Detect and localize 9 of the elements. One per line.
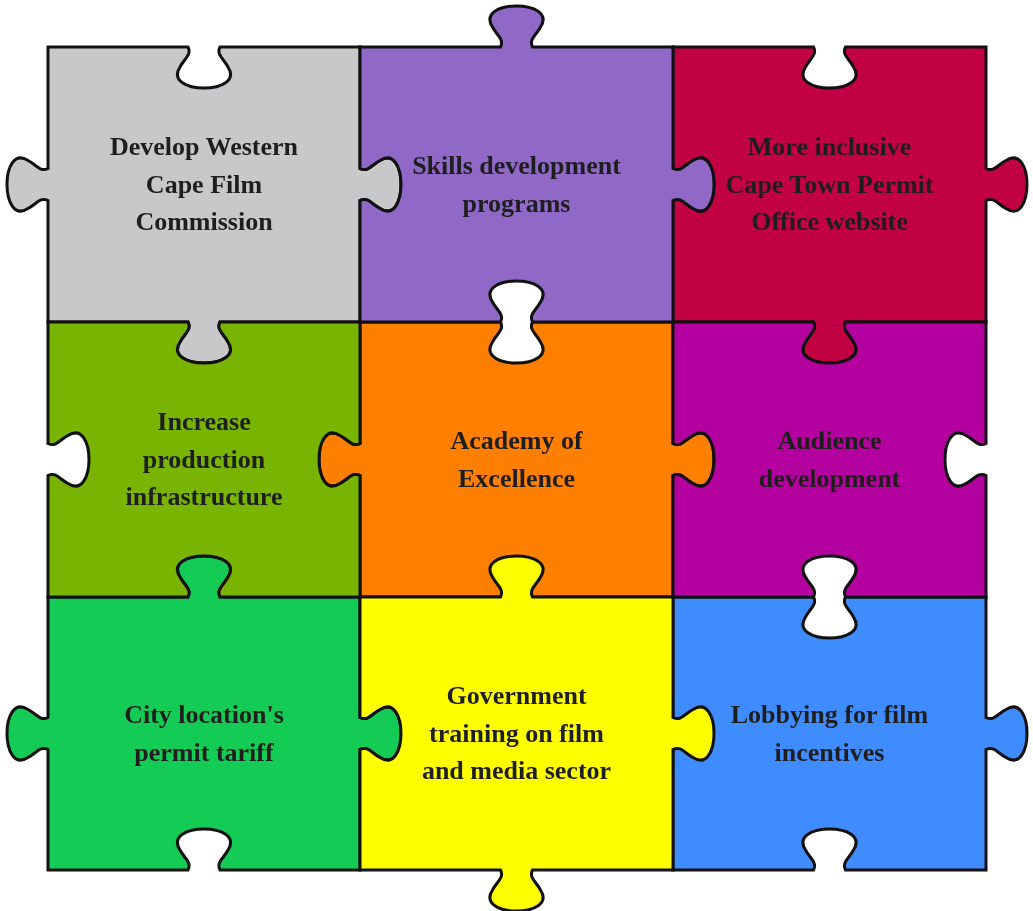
piece-label: Audience development: [757, 424, 902, 495]
piece-label: More inclusive Cape Town Permit Office website: [724, 130, 935, 239]
piece-label: Increase production infrastructure: [124, 405, 284, 514]
piece-label: City location's permit tariff: [123, 698, 285, 769]
piece-label: Academy of Excellence: [449, 424, 584, 495]
piece-label: Develop Western Cape Film Commission: [109, 130, 299, 239]
piece-label: Lobbying for film incentives: [729, 698, 930, 769]
piece-label: Government training on film and media sector: [420, 679, 613, 788]
piece-label: Skills development programs: [411, 149, 622, 220]
